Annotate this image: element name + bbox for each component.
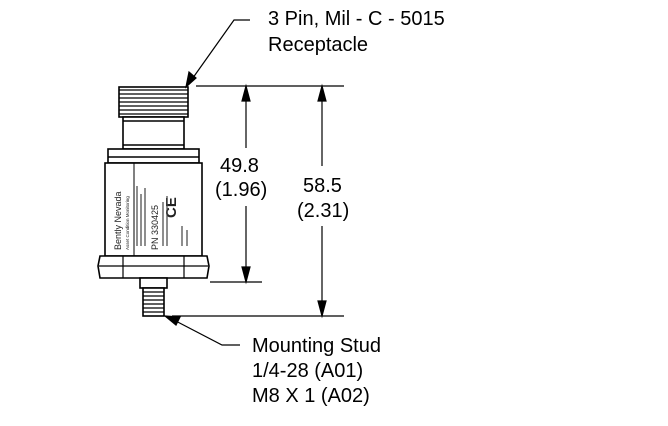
thread-lines bbox=[119, 89, 188, 115]
dimension-inner-mm: 49.8 bbox=[220, 155, 259, 177]
stud-shoulder bbox=[139, 277, 168, 289]
part-number: PN 330425 bbox=[150, 205, 160, 250]
collar bbox=[107, 148, 200, 164]
dimension-outer-line bbox=[317, 83, 327, 319]
stud-label-line3: M8 X 1 (A02) bbox=[252, 385, 370, 407]
main-cylinder bbox=[104, 162, 203, 257]
sensor-body bbox=[97, 86, 210, 317]
hex-nut bbox=[97, 255, 210, 279]
fine-print bbox=[136, 186, 188, 246]
dimension-outer-inch: (2.31) bbox=[297, 200, 349, 222]
connector-label-line2: Receptacle bbox=[268, 34, 368, 56]
stud-thread-lines bbox=[143, 291, 164, 313]
connector-label-line1: 3 Pin, Mil - C - 5015 bbox=[268, 8, 445, 30]
stud-label-line2: 1/4-28 (A01) bbox=[252, 360, 363, 382]
dimension-inner-line bbox=[241, 83, 251, 285]
extension-lines bbox=[172, 85, 344, 317]
stud-leader bbox=[163, 315, 240, 346]
ce-mark: CE bbox=[163, 197, 180, 218]
mounting-stud bbox=[142, 287, 165, 317]
dimension-outer-mm: 58.5 bbox=[303, 175, 342, 197]
brand-text: Bently Nevada bbox=[113, 191, 123, 250]
dimension-inner-inch: (1.96) bbox=[215, 179, 267, 201]
connector-leader bbox=[185, 19, 250, 89]
body-marking: Bently Nevada Asset Condition Monitoring bbox=[113, 191, 130, 250]
receptacle-neck bbox=[122, 116, 185, 150]
stud-label-line1: Mounting Stud bbox=[252, 335, 381, 357]
brand-tagline: Asset Condition Monitoring bbox=[125, 196, 130, 250]
